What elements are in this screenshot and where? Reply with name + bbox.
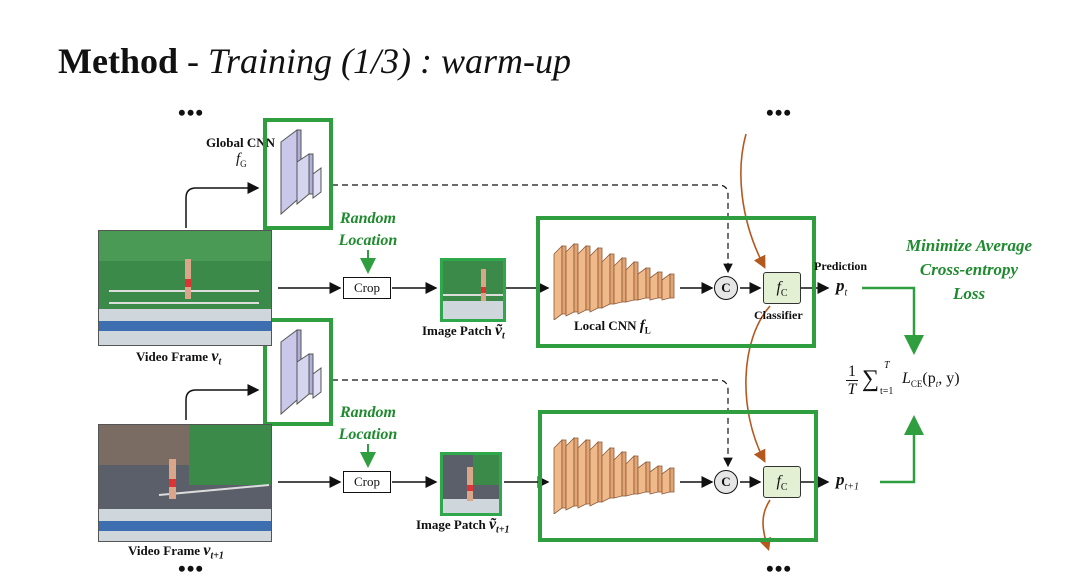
- global-cnn-box-bottom: [263, 318, 333, 426]
- prediction-t: pt: [836, 276, 848, 299]
- image-patch-t-label: Image Patch ṽt: [422, 322, 505, 342]
- slide-title: Method - Training (1/3) : warm-up: [58, 40, 571, 82]
- global-cnn-symbol: fG: [236, 151, 247, 169]
- concat-node-top: C: [714, 276, 738, 300]
- local-cnn-classifier-box-top: [536, 216, 816, 348]
- local-cnn-icon-top: [553, 243, 675, 320]
- crop-box-bottom: Crop: [343, 471, 391, 493]
- objective-text: Minimize Average Cross-entropy Loss: [905, 236, 1033, 303]
- global-cnn-box-top: [263, 118, 333, 230]
- video-frame-t-label: Video Frame vt: [136, 348, 222, 368]
- global-cnn-label: Global CNN: [206, 135, 275, 150]
- title-italic: Training (1/3) : warm-up: [208, 41, 572, 81]
- classifier-box-bottom: fC: [763, 466, 801, 498]
- video-frame-t1-image: [98, 424, 272, 542]
- global-cnn-icon: [280, 129, 322, 216]
- local-cnn-label: Local CNN fL: [574, 318, 651, 336]
- prediction-label: Prediction: [814, 259, 868, 273]
- crop-box-top: Crop: [343, 277, 391, 299]
- classifier-box-top: fC: [763, 272, 801, 304]
- global-cnn-icon: [280, 329, 322, 416]
- video-frame-t-image: [98, 230, 272, 346]
- ellipsis-bottom-right: •••: [766, 556, 793, 581]
- local-cnn-icon-bottom: [553, 437, 675, 514]
- concat-node-bottom: C: [714, 470, 738, 494]
- image-patch-t1-label: Image Patch ṽt+1: [416, 516, 510, 536]
- title-separator: -: [178, 41, 208, 81]
- classifier-label: Classifier: [754, 308, 803, 322]
- title-bold: Method: [58, 41, 178, 81]
- image-patch-t1-image: [440, 452, 502, 516]
- ellipsis-top-left: •••: [178, 100, 205, 125]
- local-cnn-classifier-box-bottom: [538, 410, 818, 542]
- prediction-t1: pt+1: [836, 470, 860, 493]
- ellipsis-bottom-left: •••: [178, 556, 205, 581]
- video-frame-t1-label: Video Frame vt+1: [128, 542, 224, 562]
- loss-formula: 1 T ∑ T t=1 LCE(pt, y): [846, 360, 960, 398]
- ellipsis-top-right: •••: [766, 100, 793, 125]
- image-patch-t-image: [440, 258, 506, 322]
